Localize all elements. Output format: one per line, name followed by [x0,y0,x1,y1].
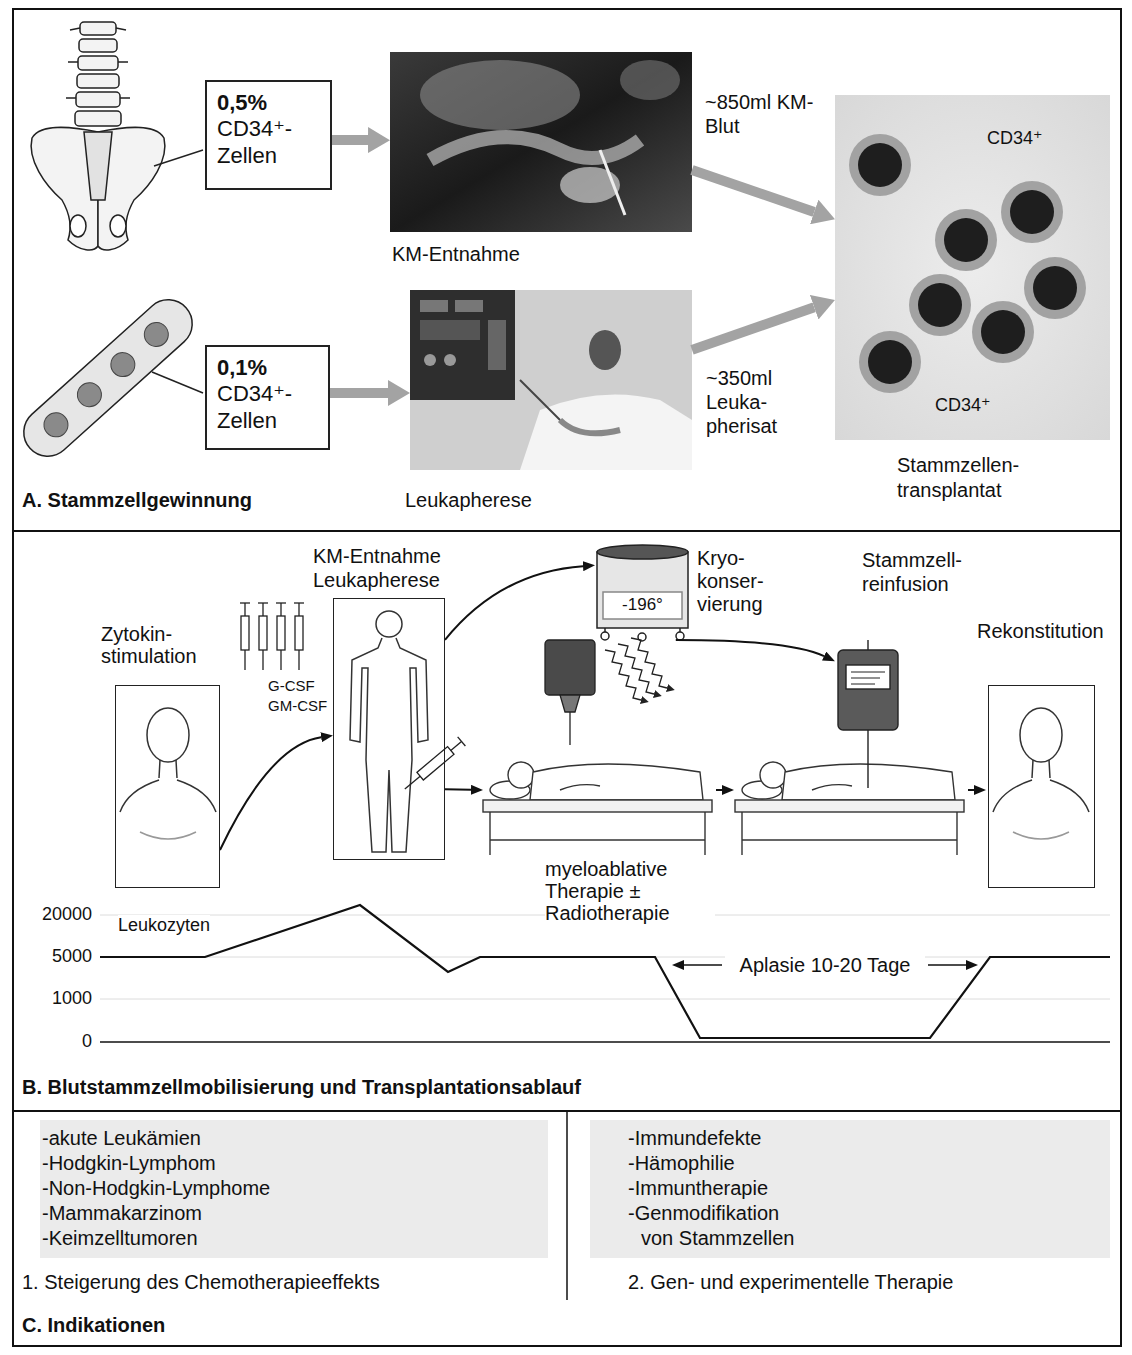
bed-drawing [735,762,964,855]
block-arrow [332,135,368,145]
list-item: -Immuntherapie [628,1176,803,1201]
panel-title: C. Indikationen [22,1313,165,1337]
cell-label: CD34⁺- Zellen [217,381,318,434]
flow-arrow [676,640,824,656]
step-label: Rekonstitution [977,619,1104,643]
panel-title: A. Stammzellgewinnung [22,488,252,512]
step-label: KM-Entnahme Leukapherese [313,544,488,592]
person-figure [350,611,428,852]
photo-leukapheresis [410,290,692,470]
marker-label: CD34⁺ [987,128,1043,150]
callout-box: 0,5%CD34⁺- Zellen [205,80,332,190]
person-box: KM-Entnahme Leukapherese [333,598,445,860]
bed-drawing [483,762,712,855]
axis-tick: 1000 [12,988,92,1010]
person-figure [120,708,216,839]
step-label: Kryo- konser- vierung [697,547,792,616]
leader-line [152,372,203,393]
list-item: -Hämophilie [628,1151,803,1176]
indication-list: -akute Leukämien-Hodgkin-Lymphom-Non-Hod… [40,1120,548,1258]
flow-arrow [716,789,722,791]
cryo-tank: -196°Kryo- konser- vierung [595,543,690,640]
photo-panel: KM-Entnahme [390,52,692,232]
flow-arrow [220,737,321,850]
list-item: -Mammakarzinom [42,1201,202,1226]
syringes [240,603,304,670]
patient-bed: myeloablative Therapie ± Radiotherapie [483,745,712,855]
cell-cluster: CD34⁺CD34⁺Stammzellen- transplantat [835,95,1110,440]
callout-box: 0,1%CD34⁺- Zellen [205,345,330,450]
photo-panel: Leukapherese [410,290,692,470]
axis-title: Leukozyten [118,915,210,937]
axis-tick: 5000 [12,946,92,968]
syringe [401,737,465,794]
infusion-bag: Stammzell- reinfusion [835,648,900,736]
indication-list: -Immundefekte-Hämophilie-Immuntherapie-G… [590,1120,1110,1258]
panel: C. Indikationen -akute Leukämien-Hodgkin-… [12,1110,1122,1347]
group-heading: 2. Gen- und experimentelle Therapie [628,1270,953,1294]
axis-tick: 20000 [12,904,92,926]
therapy-label: myeloablative Therapie ± Radiotherapie [545,858,715,924]
photo-caption: KM-Entnahme [392,242,520,266]
percentage: 0,1% [217,355,318,381]
pelvis-illustration [31,22,165,250]
volume-label: ~850ml KM-Blut [705,90,817,138]
cluster-caption: Stammzellen- transplantat [897,453,1057,503]
list-item: -akute Leukämien [42,1126,201,1151]
list-item: -Hodgkin-Lymphom [42,1151,216,1176]
list-item: -Genmodifikation von Stammzellen [628,1201,803,1251]
step-label: Zytokin- stimulation [101,623,236,667]
flow-arrow [445,566,583,640]
infusion-bottle [545,640,595,745]
leader-line [154,150,203,166]
radiation-rays [605,638,667,700]
drug-label: G-CSF [268,677,315,695]
stem-cell-cluster [835,95,1110,440]
list-item: -Keimzelltumoren [42,1226,198,1251]
panel: A. Stammzellgewinnung0,5%CD34⁺- ZellenKM… [12,8,1122,530]
cryo-tank-drawing [597,545,688,641]
photo-bone-marrow-harvest [390,52,692,232]
cell-label: CD34⁺- Zellen [217,116,320,169]
list-item: -Non-Hodgkin-Lymphome [42,1176,270,1201]
leukocyte-chart [100,905,1110,1042]
infusion-bag-drawing [838,640,898,788]
block-arrow [692,307,814,350]
person-box: Zytokin- stimulation [115,685,220,888]
person-figure [993,708,1089,839]
vessel-illustration [14,290,202,466]
percentage: 0,5% [217,90,320,116]
interval-label: Aplasie 10-20 Tage [725,953,925,977]
person-box: Rekonstitution [988,685,1095,888]
block-arrow [330,388,388,398]
marker-label: CD34⁺ [935,395,991,417]
axis-tick: 0 [12,1031,92,1053]
temperature: -196° [595,595,690,615]
volume-label: ~350ml Leuka- pherisat [706,366,818,438]
panel-title: B. Blutstammzellmobilisierung und Transp… [22,1075,581,1099]
drug-label: GM-CSF [268,697,327,715]
panel: B. Blutstammzellmobilisierung und Transp… [12,530,1122,1110]
flow-arrow [445,788,471,791]
group-heading: 1. Steigerung des Chemotherapieeffekts [22,1270,380,1294]
list-item: -Immundefekte [628,1126,803,1151]
flow-arrow [968,789,974,791]
column-divider [566,1110,568,1300]
photo-caption: Leukapherese [405,488,532,512]
block-arrow [692,170,814,212]
step-label: Stammzell- reinfusion [862,548,987,596]
